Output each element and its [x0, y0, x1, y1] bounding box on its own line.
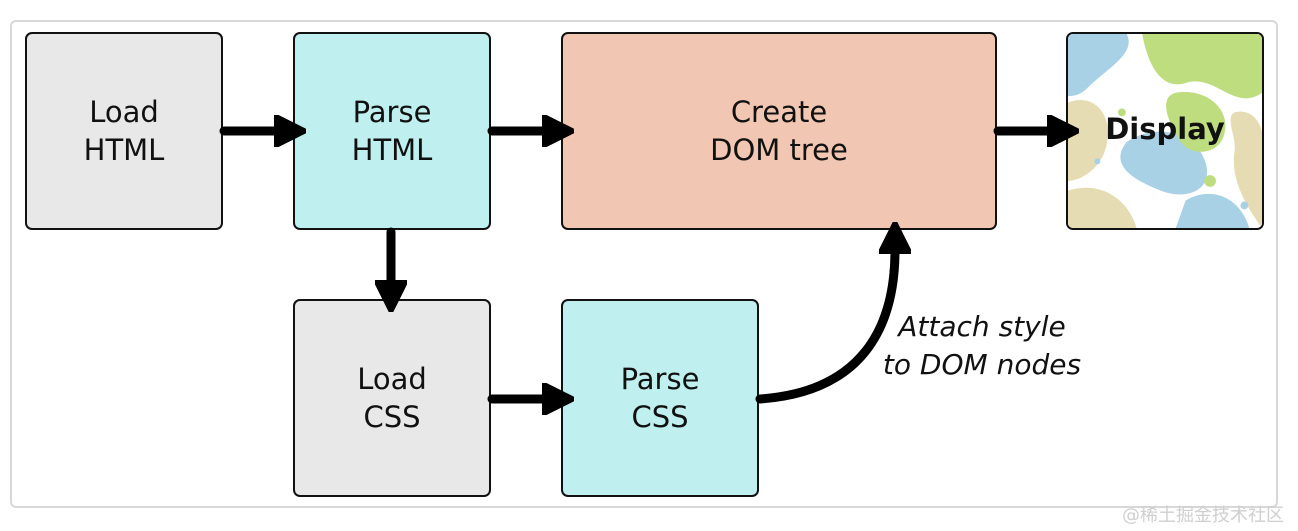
- node-create-dom-line2: DOM tree: [710, 133, 848, 167]
- watermark: @稀土掘金技术社区: [1122, 505, 1284, 526]
- attach-style-annotation: Attach style to DOM nodes: [872, 308, 1092, 384]
- node-create-dom-line1: Create: [730, 95, 828, 129]
- annotation-line1: Attach style: [898, 310, 1066, 343]
- node-parse-css-line1: Parse: [620, 362, 700, 396]
- node-parse-html-line2: HTML: [351, 133, 433, 167]
- node-load-html-line2: HTML: [83, 133, 165, 167]
- node-parse-css: Parse CSS: [561, 299, 759, 497]
- node-parse-html: Parse HTML: [293, 32, 491, 230]
- node-load-css-line1: Load: [357, 362, 427, 396]
- annotation-line2: to DOM nodes: [882, 348, 1082, 381]
- node-load-css: Load CSS: [293, 299, 491, 497]
- node-display-label: Display: [1105, 112, 1225, 146]
- node-load-html-line1: Load: [89, 95, 159, 129]
- diagram-frame: [10, 20, 1278, 508]
- node-display: Display: [1066, 32, 1264, 230]
- node-load-html: Load HTML: [25, 32, 223, 230]
- node-parse-html-line1: Parse: [352, 95, 432, 129]
- node-create-dom-tree: Create DOM tree: [561, 32, 997, 230]
- node-parse-css-line2: CSS: [631, 400, 689, 434]
- node-load-css-line2: CSS: [363, 400, 421, 434]
- display-pattern-image: [1068, 34, 1262, 228]
